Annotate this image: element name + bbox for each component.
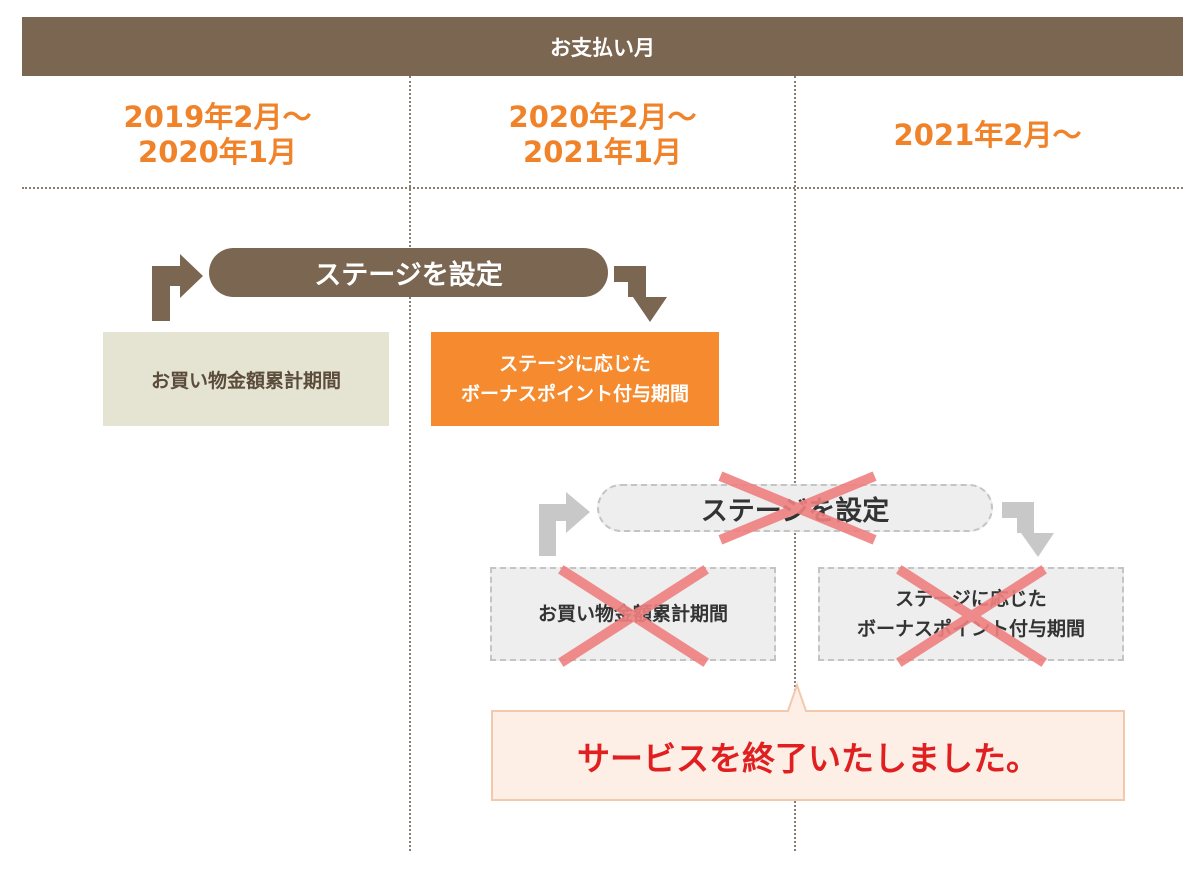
service-ended-notice: サービスを終了いたしました。 <box>494 713 1122 799</box>
arrow-up-right-icon <box>539 492 590 556</box>
cross-mark-icon <box>558 565 709 667</box>
column-divider-1 <box>409 76 411 851</box>
set-stage-pill: ステージを設定 <box>209 248 608 297</box>
column-divider-2 <box>794 76 796 851</box>
cross-mark-icon <box>718 471 877 545</box>
accumulation-period-label: お買い物金額累計期間 <box>150 369 341 392</box>
arrow-right-down-icon <box>614 266 667 322</box>
column-label-2021: 2021年2月〜 <box>796 100 1179 170</box>
notice-callout <box>491 681 1125 801</box>
column-label-2019: 2019年2月〜 2020年1月 <box>26 100 409 170</box>
accumulation-period-box: お買い物金額累計期間 <box>103 332 389 426</box>
bonus-period-box: ステージに応じた ボーナスポイント付与期間 <box>431 332 719 426</box>
row-divider <box>22 187 1183 189</box>
payment-month-header: お支払い月 <box>22 17 1183 76</box>
column-label-text: 2021年2月〜 <box>893 117 1082 152</box>
service-ended-text: サービスを終了いたしました。 <box>577 739 1039 778</box>
set-stage-label: ステージを設定 <box>314 260 503 291</box>
bonus-period-label: ステージに応じた ボーナスポイント付与期間 <box>460 353 689 405</box>
arrow-up-right-icon <box>152 254 203 321</box>
cross-mark-icon <box>896 565 1047 667</box>
arrow-right-down-icon <box>1002 502 1054 557</box>
column-label-text: 2019年2月〜 2020年1月 <box>123 100 312 169</box>
column-label-2020: 2020年2月〜 2021年1月 <box>411 100 794 170</box>
header-title: お支払い月 <box>550 35 655 60</box>
column-label-text: 2020年2月〜 2021年1月 <box>508 100 697 169</box>
cancelled-set-stage-pill: ステージを設定 <box>597 484 993 532</box>
